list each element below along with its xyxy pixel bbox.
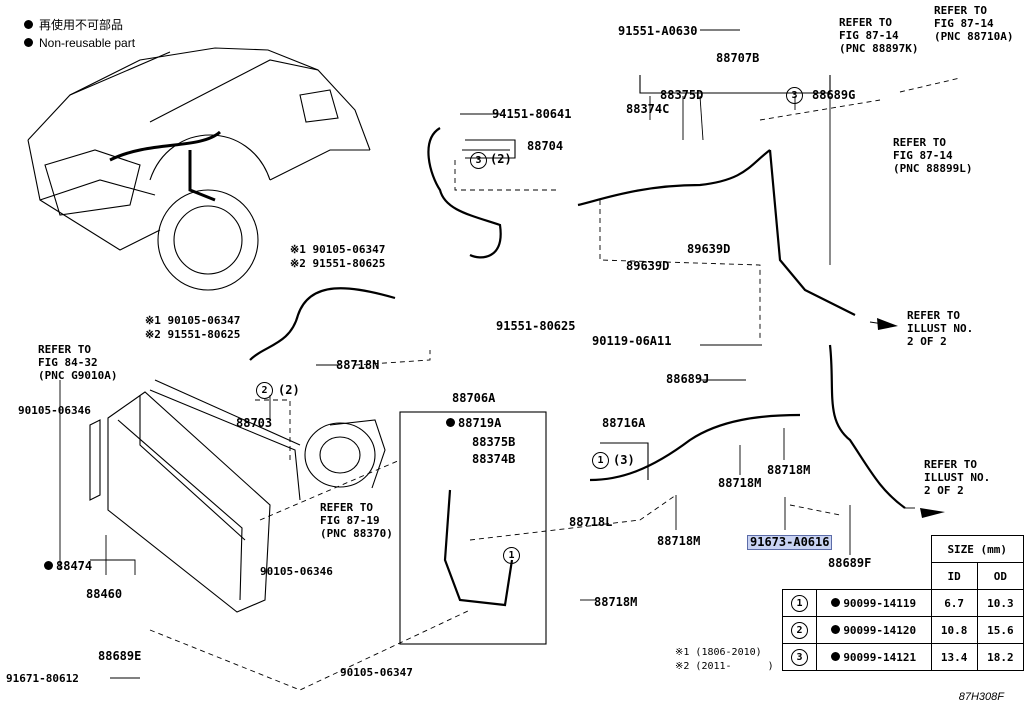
label-88718M-c[interactable]: 88718M xyxy=(767,463,811,477)
ref-illust-2-of-2-a[interactable]: REFER TO ILLUST NO. 2 OF 2 xyxy=(907,309,974,348)
label-88474-text: 88474 xyxy=(56,559,93,573)
label-90105-06346-a[interactable]: 90105-06346 xyxy=(18,404,91,417)
size-header: SIZE (mm) xyxy=(930,535,1024,563)
label-88719A-text: 88719A xyxy=(458,416,502,430)
row-od: 15.6 xyxy=(976,616,1024,644)
label-88703[interactable]: 88703 xyxy=(236,416,273,430)
row-mark: 3 xyxy=(782,643,817,671)
row-od: 18.2 xyxy=(976,643,1024,671)
label-88716A[interactable]: 88716A xyxy=(602,416,646,430)
row-part[interactable]: 90099-14121 xyxy=(816,643,932,671)
legend-jp-text: 再使用不可部品 xyxy=(39,18,124,32)
row-mark: 1 xyxy=(782,589,817,617)
vehicle-outline xyxy=(27,47,371,291)
row-part[interactable]: 90099-14120 xyxy=(816,616,932,644)
label-88474[interactable]: 88474 xyxy=(44,560,92,573)
label-88718L[interactable]: 88718L xyxy=(569,515,613,529)
label-90105-06346-b[interactable]: 90105-06346 xyxy=(260,565,333,578)
label-90105-06347-a[interactable]: ※1 90105-06347 xyxy=(290,243,386,256)
size-table-header-row: SIZE (mm) xyxy=(783,535,1024,563)
compressor-shape xyxy=(304,419,386,489)
circled-3-88689G: 3 xyxy=(786,87,803,104)
label-88374C[interactable]: 88374C xyxy=(626,102,670,116)
label-91671-80612[interactable]: 91671-80612 xyxy=(6,672,79,685)
label-88375D[interactable]: 88375D xyxy=(660,88,704,102)
label-91551-A0630[interactable]: 91551-A0630 xyxy=(618,24,698,38)
circled-3-badge-2: 3 xyxy=(786,87,803,104)
qty-88716A: (3) xyxy=(613,453,635,467)
label-91551-80625-a[interactable]: ※2 91551-80625 xyxy=(290,257,386,270)
row-mark-badge: 3 xyxy=(791,648,808,666)
circled-2-88703: 2 xyxy=(256,382,273,399)
row-part-text: 90099-14119 xyxy=(843,596,917,610)
note-1: ※1 (1806-2010) xyxy=(675,647,762,658)
label-88689G[interactable]: 88689G xyxy=(812,88,856,102)
label-88375B[interactable]: 88375B xyxy=(472,435,516,449)
hose-lines xyxy=(249,127,906,607)
circled-1-88706A: 1 xyxy=(503,547,520,564)
label-88718N[interactable]: 88718N xyxy=(336,358,380,372)
circled-3-badge: 3 xyxy=(470,152,487,169)
row-id: 6.7 xyxy=(930,589,978,617)
row-od: 10.3 xyxy=(976,589,1024,617)
figure-id: 87H308F xyxy=(958,691,1004,703)
col-od: OD xyxy=(976,562,1024,590)
table-row: 1 90099-14119 6.7 10.3 xyxy=(782,589,1024,617)
row-mark-badge: 2 xyxy=(791,621,808,639)
label-88460[interactable]: 88460 xyxy=(86,587,123,601)
row-mark-badge: 1 xyxy=(791,594,808,612)
label-91551-80625-b[interactable]: 91551-80625 xyxy=(496,319,576,333)
row-id: 10.8 xyxy=(930,616,978,644)
legend-jp: 再使用不可部品 xyxy=(24,18,123,32)
legend-en: Non-reusable part xyxy=(24,36,135,50)
ref-fig-87-14-88897K[interactable]: REFER TO FIG 87-14 (PNC 88897K) xyxy=(839,16,919,55)
ref-fig-87-14-88710A[interactable]: REFER TO FIG 87-14 (PNC 88710A) xyxy=(934,4,1014,43)
row-part[interactable]: 90099-14119 xyxy=(816,589,932,617)
circled-1-badge: 1 xyxy=(503,547,520,564)
qty-88704: (2) xyxy=(490,152,512,166)
label-88718M-d[interactable]: 88718M xyxy=(594,595,638,609)
qty-88703: (2) xyxy=(278,383,300,397)
circled-1-badge-2: 1 xyxy=(592,452,609,469)
group-88706A xyxy=(399,411,547,645)
label-90119-06A11[interactable]: 90119-06A11 xyxy=(592,334,672,348)
label-88689J[interactable]: 88689J xyxy=(666,372,710,386)
label-88707B[interactable]: 88707B xyxy=(716,51,760,65)
ref-fig-84-32[interactable]: REFER TO FIG 84-32 (PNC G9010A) xyxy=(38,343,118,382)
circled-1-88716A: 1 xyxy=(592,452,609,469)
label-88704[interactable]: 88704 xyxy=(527,139,564,153)
size-table-col-row: ID OD xyxy=(783,562,1024,590)
col-id: ID xyxy=(930,562,978,590)
label-88718M-b[interactable]: 88718M xyxy=(718,476,762,490)
label-88719A[interactable]: 88719A xyxy=(446,417,501,430)
label-88689E[interactable]: 88689E xyxy=(98,649,142,663)
label-89639D-right[interactable]: 89639D xyxy=(687,242,731,256)
label-88706A[interactable]: 88706A xyxy=(452,391,496,405)
legend-en-text: Non-reusable part xyxy=(39,36,136,50)
label-90105-06347-c[interactable]: 90105-06347 xyxy=(340,666,413,679)
condenser-shape xyxy=(89,379,301,613)
size-table: SIZE (mm) ID OD 1 90099-14119 6.7 10.3 2… xyxy=(782,535,1024,671)
table-row: 2 90099-14120 10.8 15.6 xyxy=(782,616,1024,644)
label-88374B[interactable]: 88374B xyxy=(472,452,516,466)
note-2: ※2 (2011- ) xyxy=(675,661,774,672)
label-91673-A0616[interactable]: 91673-A0616 xyxy=(747,535,833,550)
ref-illust-2-of-2-b[interactable]: REFER TO ILLUST NO. 2 OF 2 xyxy=(924,458,991,497)
ref-fig-87-19[interactable]: REFER TO FIG 87-19 (PNC 88370) xyxy=(320,501,393,540)
circled-2-badge: 2 xyxy=(256,382,273,399)
label-94151-80641[interactable]: 94151-80641 xyxy=(492,107,572,121)
row-part-text: 90099-14121 xyxy=(843,650,917,664)
label-89639D-left[interactable]: 89639D xyxy=(626,259,670,273)
table-row: 3 90099-14121 13.4 18.2 xyxy=(782,643,1024,671)
label-88718M-a[interactable]: 88718M xyxy=(657,534,701,548)
ref-fig-87-14-88899L[interactable]: REFER TO FIG 87-14 (PNC 88899L) xyxy=(893,136,973,175)
row-part-text: 90099-14120 xyxy=(843,623,917,637)
row-mark: 2 xyxy=(782,616,817,644)
row-id: 13.4 xyxy=(930,643,978,671)
label-91551-80625-c[interactable]: ※2 91551-80625 xyxy=(145,328,241,341)
circled-3-88704: 3 xyxy=(470,152,487,169)
label-90105-06347-b[interactable]: ※1 90105-06347 xyxy=(145,314,241,327)
